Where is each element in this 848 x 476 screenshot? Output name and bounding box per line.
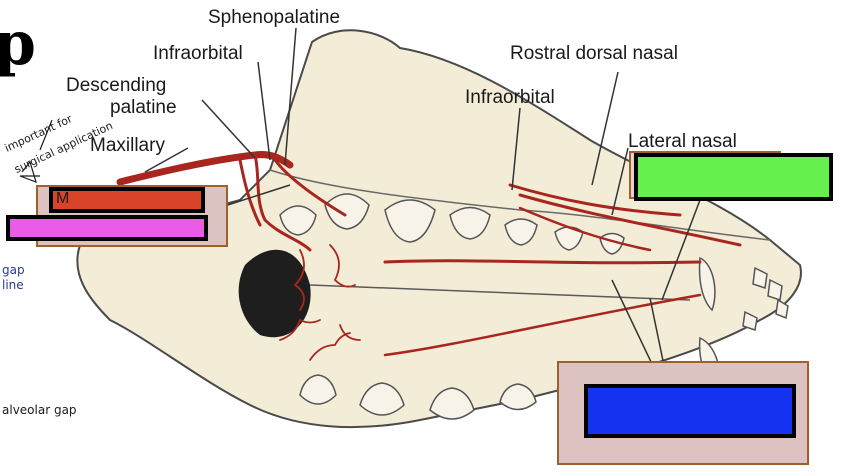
label-descending: Descending — [66, 75, 167, 96]
lower-teeth — [299, 374, 537, 420]
green-answer-box[interactable] — [634, 153, 833, 201]
label-box-partial: M — [56, 190, 70, 207]
pen-strokes — [19, 119, 53, 183]
arteries — [116, 151, 742, 361]
upper-teeth — [279, 193, 625, 255]
red-answer-box[interactable] — [49, 187, 205, 213]
label-infraorbital-right: Infraorbital — [465, 87, 555, 108]
palate-shadow — [238, 249, 311, 338]
label-infraorbital-left: Infraorbital — [153, 43, 243, 64]
label-sphenopalatine: Sphenopalatine — [208, 7, 341, 28]
magenta-answer-box[interactable] — [6, 215, 208, 241]
label-lateral-nasal: Lateral nasal — [628, 131, 737, 152]
title-fragment: p — [0, 9, 36, 79]
palate-midline — [309, 284, 691, 301]
label-palatine: palatine — [110, 97, 177, 118]
blue-answer-box[interactable] — [584, 384, 796, 438]
note-alveolar-gap: alveolar gap — [2, 403, 77, 417]
note-line: line — [2, 278, 24, 292]
label-rostral-dorsal-nasal: Rostral dorsal nasal — [510, 43, 678, 64]
note-gap: gap — [2, 263, 25, 277]
label-maxillary: Maxillary — [90, 135, 165, 156]
